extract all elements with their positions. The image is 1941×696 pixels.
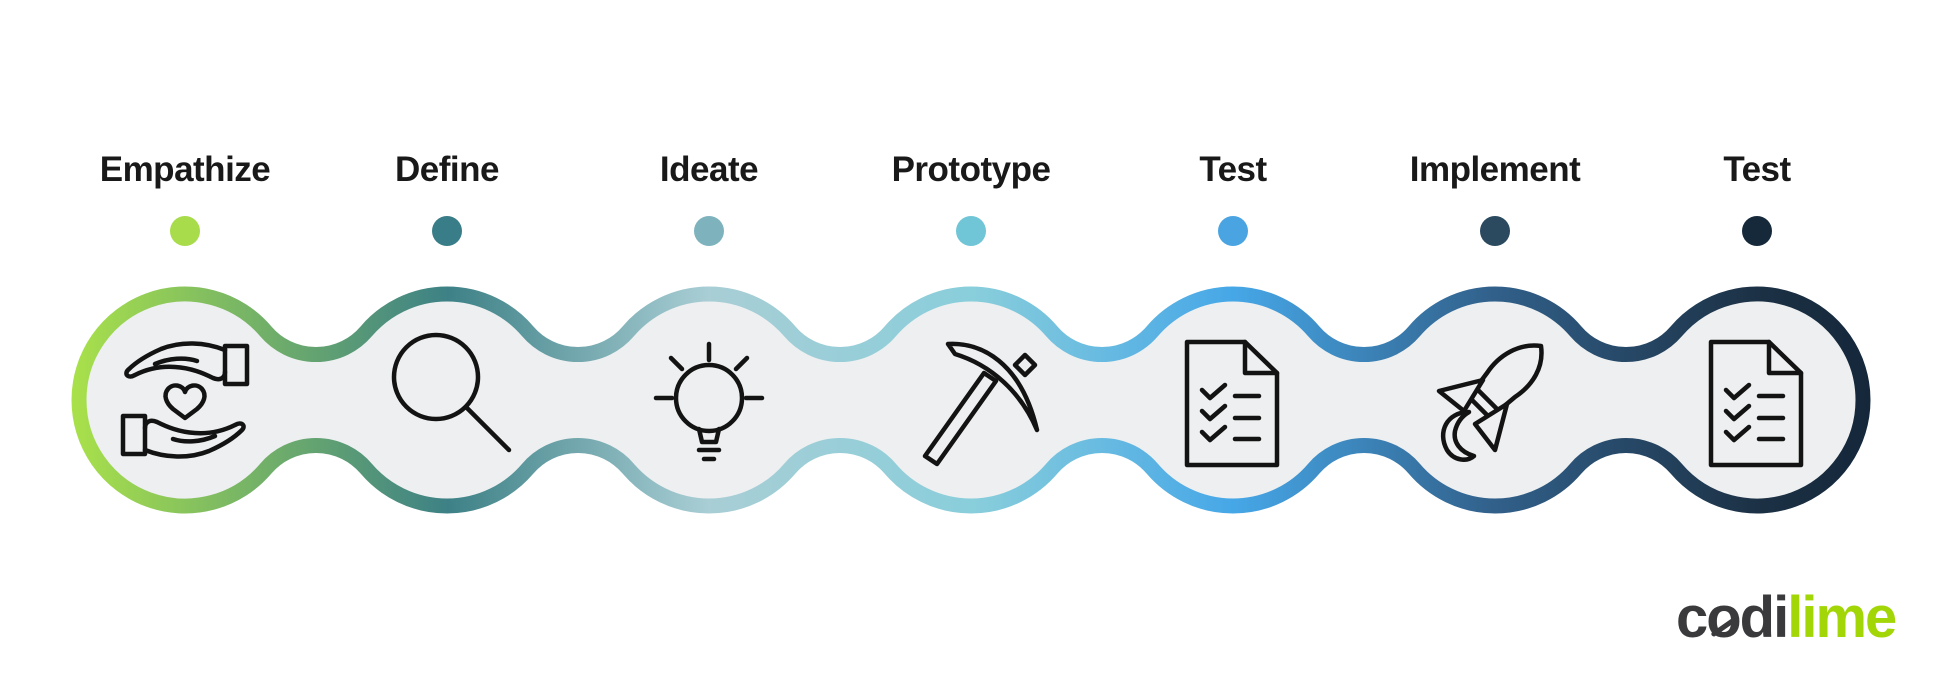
step-test-2: Test [1637,150,1877,251]
step-label: Empathize [99,150,271,189]
magnifier-icon [391,332,512,453]
step-prototype: Prototype [851,150,1091,251]
pickaxe-icon [922,341,1040,467]
step-define: Define [327,150,567,251]
step-dot [694,216,724,246]
process-chain [71,286,1871,514]
step-test: Test [1113,150,1353,251]
step-dot [1218,216,1248,246]
step-implement: Implement [1375,150,1615,251]
step-ideate: Ideate [589,150,829,251]
codilime-logo: codilime [1676,585,1897,650]
step-dot [432,216,462,246]
hands-heart-icon [120,341,250,459]
rocket-icon [1436,343,1544,462]
step-label: Ideate [659,150,759,189]
step-dot [956,216,986,246]
lightbulb-icon [653,341,765,462]
step-label: Test [1199,150,1267,189]
step-dot [1742,216,1772,246]
logo-lime: lime [1787,585,1897,650]
checklist-document-icon [1708,339,1804,468]
step-label: Prototype [891,150,1051,189]
step-label: Implement [1409,150,1581,189]
step-dot [170,216,200,246]
step-dot [1480,216,1510,246]
step-empathize: Empathize [65,150,305,251]
step-label: Define [395,150,499,189]
step-label: Test [1723,150,1791,189]
checklist-document-icon [1184,339,1280,468]
